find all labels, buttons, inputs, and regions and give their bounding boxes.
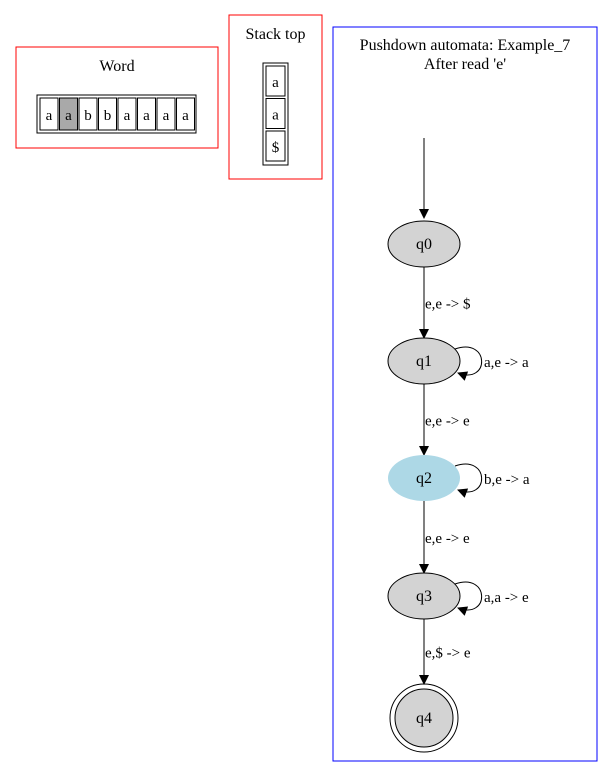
word-symbol: a — [65, 108, 72, 124]
state-node — [387, 337, 461, 385]
transition-label: a,a -> e — [484, 590, 529, 606]
transition-label: e,$ -> e — [425, 646, 471, 662]
self-loop-arrow — [454, 346, 483, 381]
word-cell — [176, 97, 195, 131]
transition-q3-q4: e,$ -> e — [419, 619, 471, 685]
word-title: Word — [99, 58, 134, 75]
automaton-frame — [332, 26, 598, 762]
transition-q3-q3: a,a -> e — [454, 581, 529, 616]
word-symbol: a — [124, 108, 131, 124]
transition-label: e,e -> $ — [425, 297, 471, 313]
word-symbol: a — [163, 108, 170, 124]
stack-symbol: $ — [272, 140, 280, 156]
transition-q1-q1: a,e -> a — [454, 346, 529, 381]
word-tape-border — [36, 94, 197, 134]
automaton-panel: Pushdown automata: Example_7 After read … — [332, 26, 598, 762]
stack-symbol: a — [272, 75, 279, 91]
word-cell — [98, 97, 117, 131]
word-cell — [39, 97, 59, 131]
transition-label: e,e -> e — [425, 531, 470, 547]
state-q4: q4 — [389, 683, 459, 753]
state-node-active — [388, 455, 460, 501]
automaton-subtitle: After read 'e' — [424, 56, 506, 73]
transition-q2-q3: e,e -> e — [419, 501, 470, 574]
word-symbol: a — [143, 108, 150, 124]
word-symbol: a — [182, 108, 189, 124]
state-label: q0 — [416, 236, 432, 253]
transition-q1-q2: e,e -> e — [419, 384, 470, 456]
state-q3: q3 — [387, 572, 461, 620]
state-label: q2 — [416, 470, 432, 487]
stack-cell — [265, 98, 286, 129]
self-loop-arrow — [454, 581, 483, 616]
stack-symbol: a — [272, 108, 279, 124]
stack-cell — [265, 130, 286, 162]
self-loop-arrow — [454, 463, 483, 498]
word-cell — [117, 97, 137, 131]
word-cell — [156, 97, 176, 131]
state-label: q1 — [416, 353, 432, 370]
stack-frame — [228, 14, 323, 180]
state-node — [394, 688, 454, 748]
word-symbol: b — [84, 108, 92, 124]
accepting-ring — [389, 683, 459, 753]
stack-cell — [265, 65, 286, 97]
word-symbol: b — [104, 108, 112, 124]
transition-label: b,e -> a — [484, 472, 530, 488]
word-cell-current — [59, 97, 78, 131]
state-node — [387, 572, 461, 620]
stack-border — [262, 62, 289, 166]
transition-label: e,e -> e — [425, 414, 470, 430]
state-label: q3 — [416, 588, 432, 605]
state-label: q4 — [416, 710, 432, 727]
word-frame — [15, 46, 219, 149]
state-q0: q0 — [387, 220, 461, 268]
stack-title: Stack top — [246, 26, 306, 43]
automaton-states: q0 q1 q2 q3 q4 — [387, 220, 461, 753]
word-cell — [78, 97, 98, 131]
automaton-title: Pushdown automata: Example_7 — [360, 37, 571, 54]
transition-label: a,e -> a — [484, 355, 529, 371]
stack-contents: a a $ — [265, 65, 286, 162]
transition-q2-q2: b,e -> a — [454, 463, 530, 498]
state-q2: q2 — [388, 455, 460, 501]
state-node — [387, 220, 461, 268]
stack-panel: Stack top a a $ — [228, 14, 323, 180]
transition-q0-q1: e,e -> $ — [419, 267, 471, 339]
transition-edges: e,e -> $ a,e -> a e,e -> e b,e -> a e,e -> e… — [419, 267, 530, 685]
word-symbol: a — [46, 108, 53, 124]
state-q1: q1 — [387, 337, 461, 385]
word-cell — [137, 97, 156, 131]
